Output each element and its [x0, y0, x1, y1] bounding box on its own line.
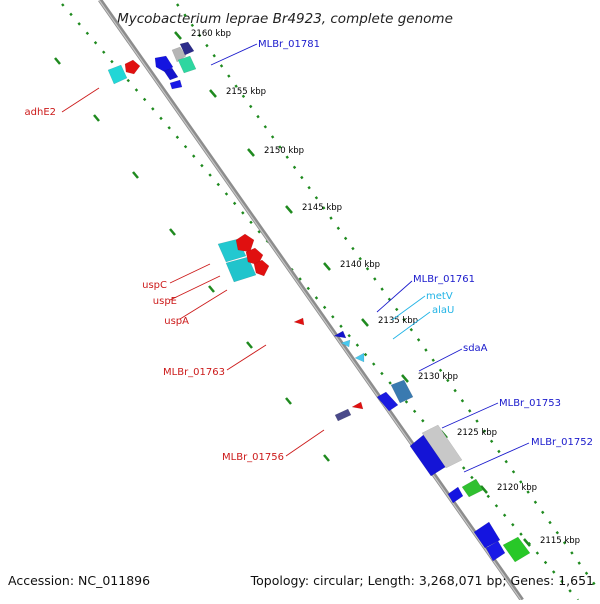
scale-label: 2145 kbp	[302, 203, 342, 213]
reverse-gene	[245, 247, 264, 266]
trna	[354, 352, 365, 363]
minor-tick	[93, 114, 100, 122]
forward-gene	[177, 55, 197, 74]
forward-gene	[461, 478, 484, 498]
minor-tick	[132, 171, 139, 179]
backbone-highlight	[98, 0, 522, 601]
scale-labels: 2160 kbp 2155 kbp 2150 kbp 2145 kbp 2140 kbp…	[191, 29, 580, 546]
leader-line	[418, 348, 463, 372]
scale-label: 2125 kbp	[457, 428, 497, 438]
trna	[340, 339, 351, 348]
scale-tick	[480, 485, 488, 494]
forward-gene	[376, 391, 399, 412]
forward-gene	[447, 486, 464, 504]
reverse-strand-track	[61, 3, 579, 601]
scale-tick	[361, 318, 369, 327]
map-title: Mycobacterium leprae Br4923, complete ge…	[117, 11, 453, 27]
scale-label: 2150 kbp	[264, 146, 304, 156]
scale-tick	[174, 31, 182, 40]
minor-tick	[208, 285, 215, 293]
leader-line	[169, 263, 211, 284]
gene-label: MLBr_01756	[222, 452, 284, 463]
reverse-gene	[351, 401, 364, 410]
scale-label: 2120 kbp	[497, 483, 537, 493]
protein-domain	[421, 424, 463, 469]
topology-text: Topology: circular; Length: 3,268,071 bp…	[250, 573, 594, 588]
minor-tick	[285, 397, 292, 405]
forward-gene	[502, 536, 531, 563]
scale-ticks	[54, 31, 531, 547]
gene-label: uspA	[164, 316, 189, 327]
leader-line	[376, 280, 413, 313]
reverse-gene	[107, 64, 128, 85]
accession-text: Accession: NC_011896	[8, 573, 151, 588]
forward-gene	[169, 79, 183, 90]
scale-tick	[209, 89, 217, 98]
leader-line	[391, 295, 426, 321]
scale-label: 2160 kbp	[191, 29, 231, 39]
minor-tick	[169, 228, 176, 236]
leader-line	[179, 289, 228, 320]
gene-label: uspE	[153, 296, 177, 307]
protein-domain	[179, 41, 195, 56]
reverse-gene	[225, 256, 257, 283]
reverse-gene	[235, 233, 255, 253]
gene-label: metV	[426, 291, 453, 302]
forward-gene	[473, 521, 501, 549]
reverse-gene	[124, 59, 141, 75]
protein-domain	[171, 46, 187, 63]
scale-tick	[401, 374, 409, 383]
scale-label: 2155 kbp	[226, 87, 266, 97]
forward-gene	[485, 540, 506, 562]
minor-tick	[54, 57, 61, 65]
scale-label: 2115 kbp	[540, 536, 580, 546]
scale-tick	[247, 148, 255, 157]
scale-label: 2140 kbp	[340, 260, 380, 270]
gene-label: MLBr_01753	[499, 398, 561, 409]
gene-label: MLBr_01761	[413, 274, 475, 285]
scale-tick	[523, 538, 531, 547]
gene-label: MLBr_01752	[531, 437, 593, 448]
leader-line	[61, 87, 100, 113]
leader-line	[392, 311, 431, 340]
gene-label: uspC	[142, 280, 167, 291]
forward-gene	[333, 330, 347, 339]
forward-gene	[163, 67, 179, 81]
reverse-gene	[253, 259, 270, 277]
scale-label: 2135 kbp	[378, 316, 418, 326]
protein-domain	[334, 408, 352, 422]
leader-line	[226, 344, 267, 371]
gene-features	[107, 41, 531, 563]
leader-line	[441, 402, 499, 429]
leader-line	[463, 442, 530, 473]
forward-gene	[390, 379, 414, 404]
leader-line	[169, 275, 221, 301]
scale-tick	[285, 205, 293, 214]
label-leader-lines	[61, 43, 530, 473]
leader-line	[210, 43, 258, 66]
gene-label: MLBr_01763	[163, 367, 225, 378]
gene-label: alaU	[432, 305, 454, 316]
scale-tick	[323, 262, 331, 271]
leader-line	[285, 429, 325, 457]
minor-tick	[246, 341, 253, 349]
scale-label: 2130 kbp	[418, 372, 458, 382]
gene-label: MLBr_01781	[258, 39, 320, 50]
gene-label: sdaA	[463, 343, 488, 354]
minor-tick	[323, 454, 330, 462]
gene-label: adhE2	[25, 107, 57, 118]
reverse-gene	[293, 317, 305, 326]
